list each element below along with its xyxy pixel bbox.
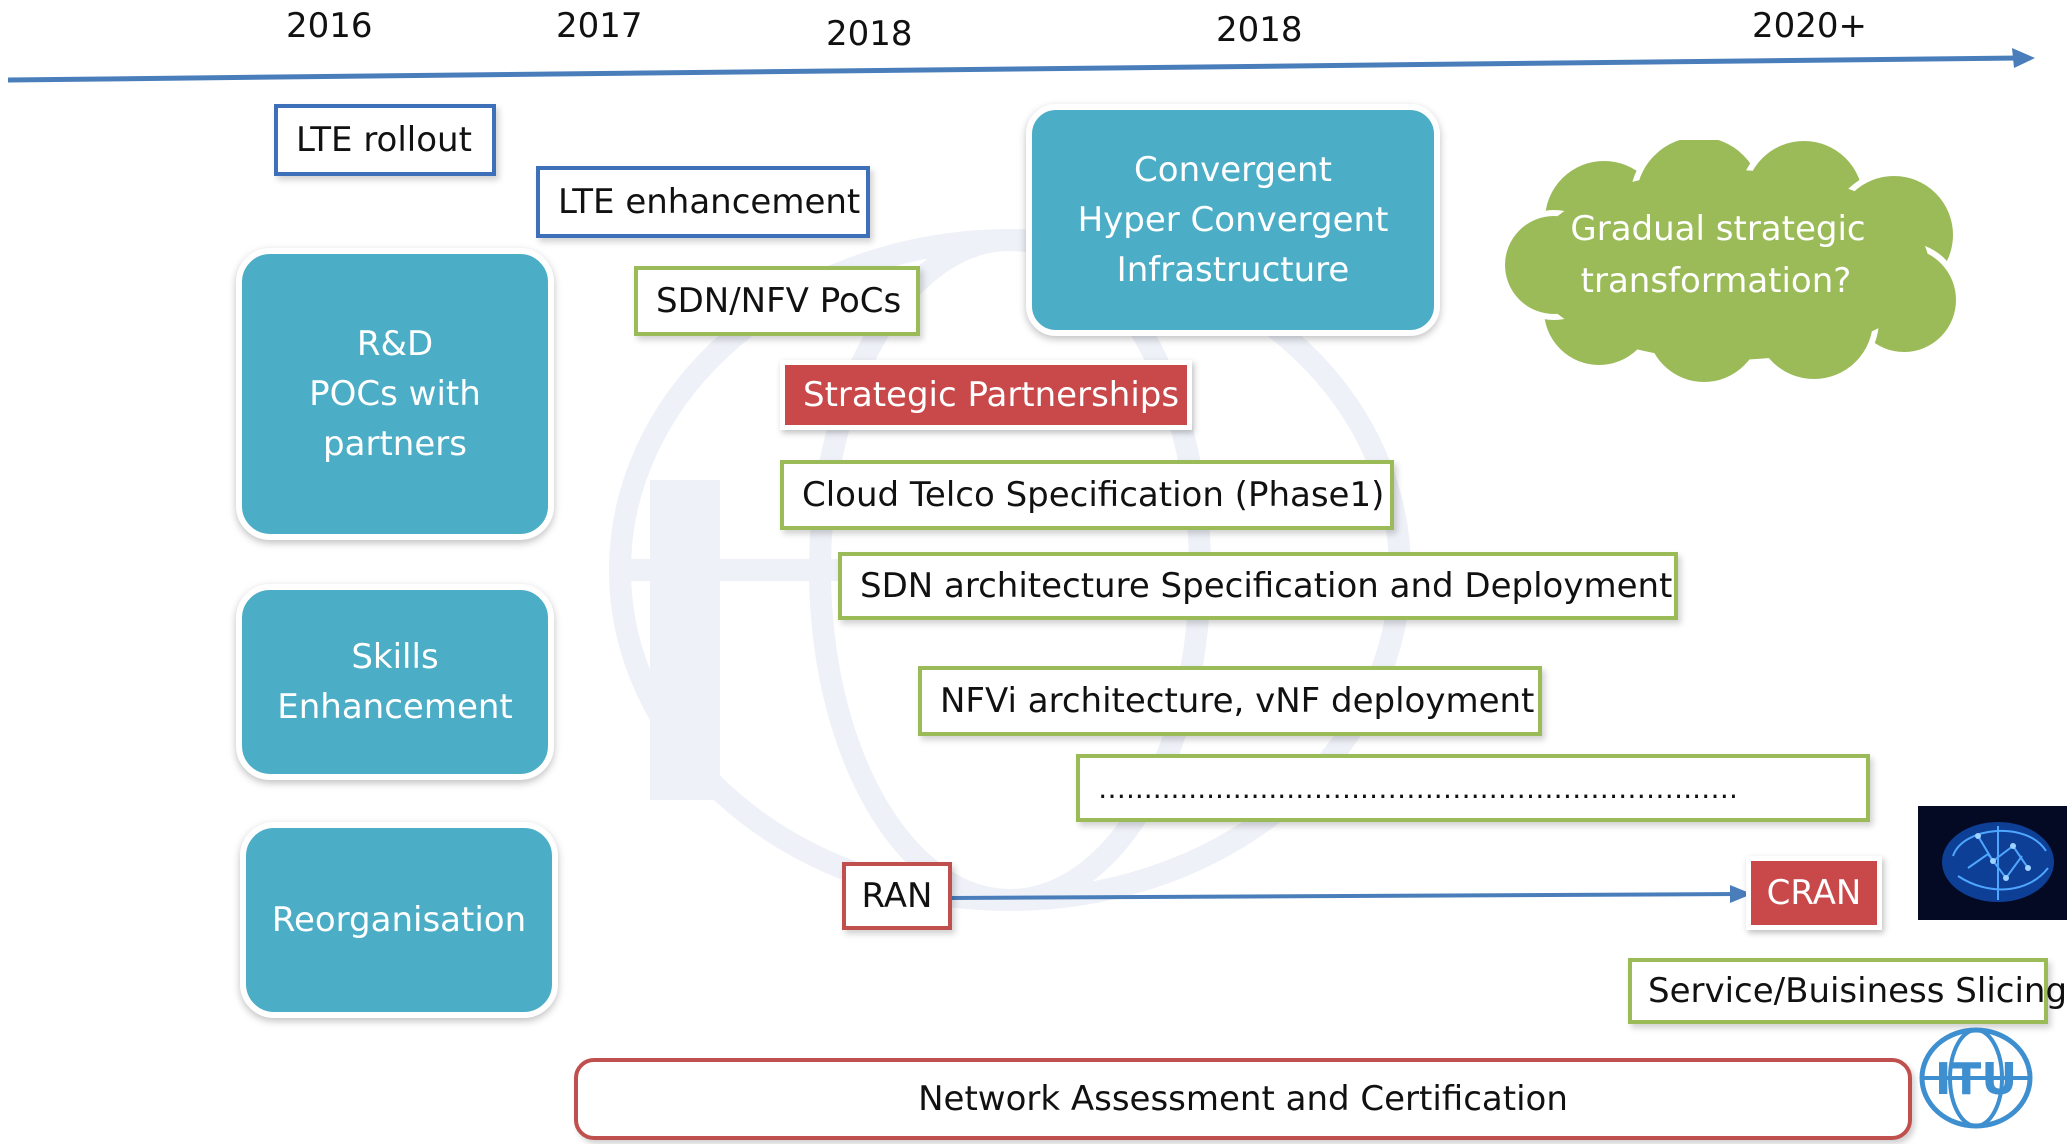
transformation-cloud: Gradual strategic transformation? <box>1499 140 1962 388</box>
network-assessment-label: Network Assessment and Certification <box>918 1079 1568 1119</box>
rd-pocs-box: R&D POCs with partners <box>236 248 554 540</box>
convergent-line-3: Infrastructure <box>1116 250 1350 290</box>
sdn-nfv-pocs-label: SDN/NFV PoCs <box>656 281 902 321</box>
reorg-line-1: Reorganisation <box>271 900 527 940</box>
service-slicing-label: Service/Buisiness Slicing <box>1648 971 2067 1011</box>
skills-enhancement-box: Skills Enhancement <box>236 584 554 780</box>
rd-line-3: partners <box>323 424 467 464</box>
ran-label: RAN <box>861 876 933 916</box>
skills-line-2: Enhancement <box>277 687 513 727</box>
strategic-partnerships-box: Strategic Partnerships <box>780 360 1192 430</box>
rd-line-2: POCs with <box>309 374 481 414</box>
timeline-axis <box>7 48 2035 83</box>
cloud-line-1: Gradual strategic <box>1570 209 1865 249</box>
sdn-architecture-label: SDN architecture Specification and Deplo… <box>860 566 1673 606</box>
sdn-architecture-box: SDN architecture Specification and Deplo… <box>838 552 1678 620</box>
lte-enhancement-box: LTE enhancement <box>536 166 870 238</box>
placeholder-dots: …...................……..……..…..…….….….……… <box>1098 771 1738 805</box>
cran-label: CRAN <box>1766 873 1862 913</box>
year-label: 2018 <box>1216 10 1303 50</box>
reorganisation-box: Reorganisation <box>240 822 558 1018</box>
strategic-partnerships-label: Strategic Partnerships <box>803 375 1180 415</box>
ran-box: RAN <box>842 862 952 930</box>
cloud-line-2: transformation? <box>1581 261 1852 301</box>
convergent-line-2: Hyper Convergent <box>1077 200 1389 240</box>
nfvi-label: NFVi architecture, vNF deployment <box>940 681 1535 721</box>
brain-circuit-image <box>1918 806 2067 920</box>
service-slicing-box: Service/Buisiness Slicing <box>1628 958 2067 1024</box>
year-label: 2016 <box>286 6 373 46</box>
cloud-telco-label: Cloud Telco Specification (Phase1) <box>802 475 1385 515</box>
lte-rollout-box: LTE rollout <box>274 104 496 176</box>
skills-line-1: Skills <box>351 637 439 677</box>
year-label: 2017 <box>556 6 643 46</box>
cloud-telco-box: Cloud Telco Specification (Phase1) <box>780 460 1394 530</box>
rd-line-1: R&D <box>356 324 434 364</box>
itu-logo-text: ITU <box>1935 1054 2017 1105</box>
sdn-nfv-pocs-box: SDN/NFV PoCs <box>634 266 920 336</box>
cran-box: CRAN <box>1746 856 1882 930</box>
nfvi-box: NFVi architecture, vNF deployment <box>918 666 1542 736</box>
convergent-infrastructure-box: Convergent Hyper Convergent Infrastructu… <box>1026 104 1440 336</box>
year-label: 2018 <box>826 14 913 54</box>
itu-logo: ITU <box>1919 1027 2033 1129</box>
ran-to-cran-arrow <box>951 885 1752 903</box>
lte-enhancement-label: LTE enhancement <box>558 182 861 222</box>
placeholder-dots-box: …...................……..……..…..…….….….……… <box>1076 754 1870 822</box>
convergent-line-1: Convergent <box>1134 150 1332 190</box>
lte-rollout-label: LTE rollout <box>296 120 472 160</box>
network-assessment-box: Network Assessment and Certification <box>574 1058 1912 1140</box>
year-label: 2020+ <box>1752 6 1868 46</box>
